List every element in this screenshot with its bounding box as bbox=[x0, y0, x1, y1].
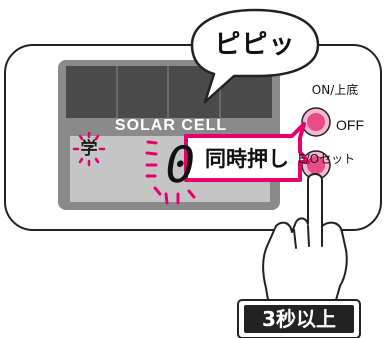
solar-cell-label: SOLAR CELL bbox=[114, 117, 228, 134]
off-state-label: OFF bbox=[336, 117, 364, 133]
sparkle-icon bbox=[72, 131, 106, 167]
speech-bubble bbox=[190, 8, 320, 104]
press-simultaneously-text: 同時押し bbox=[205, 147, 289, 171]
hold-time-badge bbox=[237, 299, 361, 338]
on-off-button-label: ON/上底 bbox=[311, 83, 359, 97]
reset-button-label: E/Oセット bbox=[298, 152, 356, 166]
on-off-button-graphic bbox=[301, 107, 331, 137]
reset-button-graphic bbox=[301, 150, 331, 180]
beep-sound-text: ピピッ bbox=[214, 30, 296, 60]
hold-duration-text: 3秒以上 bbox=[262, 307, 336, 331]
sparkle-icon bbox=[145, 140, 196, 205]
mode-indicator: 学 bbox=[80, 139, 98, 159]
callout-box bbox=[184, 122, 310, 182]
